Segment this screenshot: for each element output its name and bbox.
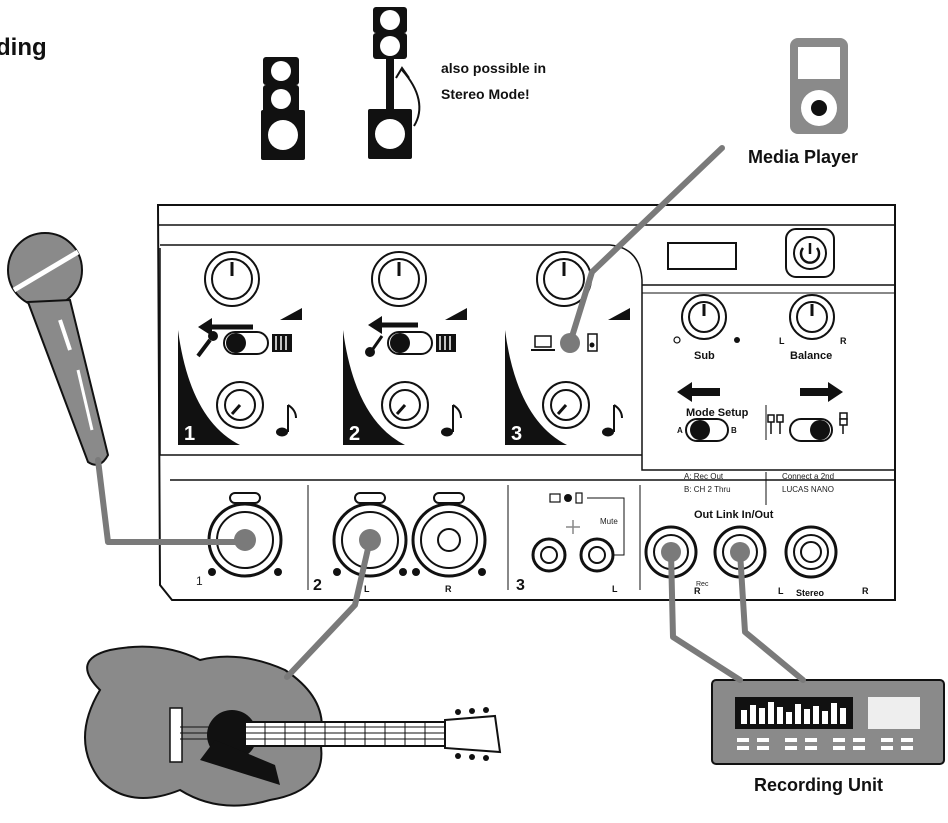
ch2-input-selector[interactable] (365, 316, 456, 357)
music-note-icon (441, 404, 462, 437)
ch3-left-label: L (612, 584, 618, 594)
guitar-icon (365, 335, 384, 357)
ch3-mute-label: Mute (600, 517, 618, 526)
level-wedge-ch3 (505, 330, 567, 445)
laptop-icon (531, 335, 555, 351)
effect-knob-ch2[interactable] (381, 381, 429, 429)
gain-knob-ch2[interactable] (371, 251, 427, 307)
sub-label: Sub (694, 350, 715, 362)
acoustic-guitar-device (84, 645, 502, 807)
arrow-left-icon (677, 382, 720, 402)
ch2-jack-label: 2 (313, 577, 322, 594)
channel-number-3: 3 (511, 423, 522, 445)
single-speaker-icon (839, 412, 848, 434)
ch1-input-selector[interactable] (196, 318, 292, 358)
display-screen (667, 242, 737, 270)
sub-max-dot (734, 337, 740, 343)
recording-unit-label: Recording Unit (754, 775, 883, 795)
ch3-rca-jack-left[interactable] (531, 537, 567, 573)
gain-knob-ch1[interactable] (204, 251, 260, 307)
line-input-icon (272, 334, 292, 352)
ch1-combo-jack[interactable] (193, 486, 297, 578)
guitar-cable (284, 537, 373, 680)
rec-out-a-label: A: Rec Out (684, 472, 724, 481)
mute-bracket (587, 497, 625, 556)
microphone-device (7, 232, 110, 466)
speaker-stack-mono-icon (261, 57, 305, 160)
rec-label: Rec (696, 581, 709, 588)
link-in-jack[interactable] (784, 525, 838, 579)
channel-number-1: 1 (184, 423, 195, 445)
two-speaker-icon (767, 414, 784, 434)
mic-icon (196, 331, 218, 358)
ch2-combo-jack-right[interactable] (411, 492, 487, 578)
sub-min-dot (673, 336, 681, 344)
cables (95, 145, 806, 683)
rec-right-label: R (694, 586, 701, 596)
arrow-right-icon (800, 382, 843, 402)
power-button[interactable] (785, 228, 835, 278)
media-player-device (790, 38, 848, 134)
stereo-mode-switch[interactable] (789, 418, 833, 442)
link-out-cable (737, 549, 806, 683)
mp3-player-icon (587, 333, 598, 352)
link-left-label: L (778, 586, 784, 596)
mode-switch-a-label: A (677, 426, 683, 435)
out-link-label: Out Link In/Out (694, 509, 774, 521)
ch2-left-label: L (364, 584, 370, 594)
gain-ramp-ch3 (608, 308, 630, 320)
stereo-note-line2: Stereo Mode! (441, 86, 530, 102)
line-input-icon (436, 334, 456, 352)
level-wedge-ch2 (343, 330, 405, 445)
media-player-label: Media Player (748, 147, 858, 167)
balance-right-label: R (840, 336, 847, 346)
mic-cable (95, 457, 248, 545)
ch2-right-label: R (445, 584, 452, 594)
balance-knob[interactable] (789, 294, 835, 340)
connect-line1-label: Connect a 2nd (782, 472, 834, 481)
mode-switch-b-label: B (731, 426, 737, 435)
sub-knob[interactable] (681, 294, 727, 340)
mode-switch-ab[interactable] (685, 418, 729, 442)
power-icon (799, 243, 821, 264)
effect-knob-ch1[interactable] (216, 381, 264, 429)
link-right-label: R (862, 586, 869, 596)
ch3-jack-label: 3 (516, 577, 525, 594)
partial-title: ding (0, 34, 47, 61)
gain-ramp-ch1 (280, 308, 302, 320)
level-wedge-ch1 (178, 330, 240, 445)
asterisk-icon (566, 520, 580, 534)
rec-out-b-label: B: CH 2 Thru (684, 485, 731, 494)
gain-ramp-ch2 (445, 308, 467, 320)
balance-left-label: L (779, 336, 785, 346)
channel-number-2: 2 (349, 423, 360, 445)
stereo-note-line1: also possible in (441, 60, 546, 76)
rec-out-cable (668, 549, 743, 683)
stereo-label: Stereo (796, 588, 825, 598)
speaker-stack-stereo-icon (368, 7, 421, 159)
effect-knob-ch3[interactable] (542, 381, 590, 429)
connect-line2-label: LUCAS NANO (782, 485, 834, 494)
ch1-jack-label: 1 (196, 574, 203, 588)
recording-unit-device (711, 679, 945, 765)
music-note-icon (602, 404, 623, 437)
ch3-source-icons (549, 492, 583, 504)
ch3-rca-jack-right[interactable] (579, 537, 615, 573)
media-player-cable (567, 145, 725, 346)
music-note-icon (276, 404, 297, 437)
balance-label: Balance (790, 350, 832, 362)
mode-setup-label: Mode Setup (686, 407, 749, 419)
